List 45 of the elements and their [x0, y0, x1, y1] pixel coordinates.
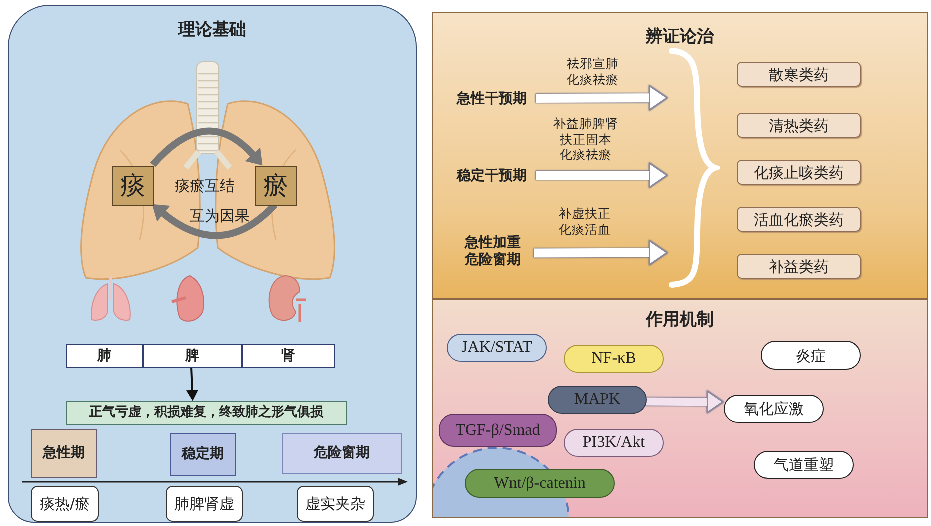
stage-box: 稳定期 [170, 433, 236, 476]
panel-title: 作用机制 [644, 309, 715, 331]
drug-class-box: 化痰止咳类药 [737, 160, 861, 185]
arrow [186, 366, 198, 401]
stage-box: 危险窗期 [282, 433, 402, 474]
drug-class-box: 清热类药 [737, 113, 861, 138]
edge-label: 祛邪宣肺化痰祛瘀 [566, 56, 620, 88]
drug-class-box: 散寒类药 [737, 62, 861, 87]
pathway-pill: TGF-β/Smad [439, 414, 557, 447]
edge-label: 补虚扶正化痰活血 [558, 206, 612, 238]
phase-text: 急性加重危险窗期 [451, 230, 535, 274]
syndrome-box: 痰热/瘀 [31, 486, 99, 522]
pathway-pill: MAPK [548, 386, 647, 414]
character-box: 痰 [112, 166, 154, 206]
stage-box: 急性期 [31, 429, 97, 478]
arrow [536, 163, 668, 188]
table-cell: 脾 [143, 344, 242, 368]
arrow [152, 202, 278, 240]
effect-pill: 炎症 [761, 341, 861, 370]
syndrome-box: 肺脾肾虚 [166, 486, 243, 522]
pathway-pill: JAK/STAT [447, 334, 547, 362]
arrow [536, 86, 668, 110]
curly-brace [668, 47, 720, 289]
table-cell: 肺 [66, 344, 143, 368]
arrow [150, 128, 264, 168]
pathway-pill: PI3K/Akt [564, 429, 664, 457]
table-cell: 肾 [242, 344, 335, 368]
effect-pill: 气道重塑 [754, 451, 854, 479]
phase-text: 稳定干预期 [447, 166, 537, 187]
pathway-pill: Wnt/β-catenin [465, 469, 615, 498]
arrow [534, 240, 668, 266]
drug-class-box: 活血化瘀类药 [737, 207, 861, 232]
drug-class-box: 补益类药 [737, 254, 861, 279]
panel [432, 299, 928, 518]
arrow [646, 391, 724, 414]
phase-text: 急性干预期 [447, 89, 537, 110]
edge-label: 补益肺脾肾扶正固本化痰祛瘀 [552, 116, 620, 163]
effect-pill: 氧化应激 [724, 395, 824, 423]
character-box: 瘀 [255, 166, 297, 206]
summary-box: 正气亏虚，积损难复，终致肺之形气俱损 [66, 401, 347, 425]
pathway-pill: NF-κB [564, 345, 664, 373]
panel [432, 12, 928, 299]
panel-title: 理论基础 [177, 19, 248, 41]
panel-title: 辨证论治 [645, 26, 716, 48]
syndrome-box: 虚实夹杂 [297, 486, 374, 522]
